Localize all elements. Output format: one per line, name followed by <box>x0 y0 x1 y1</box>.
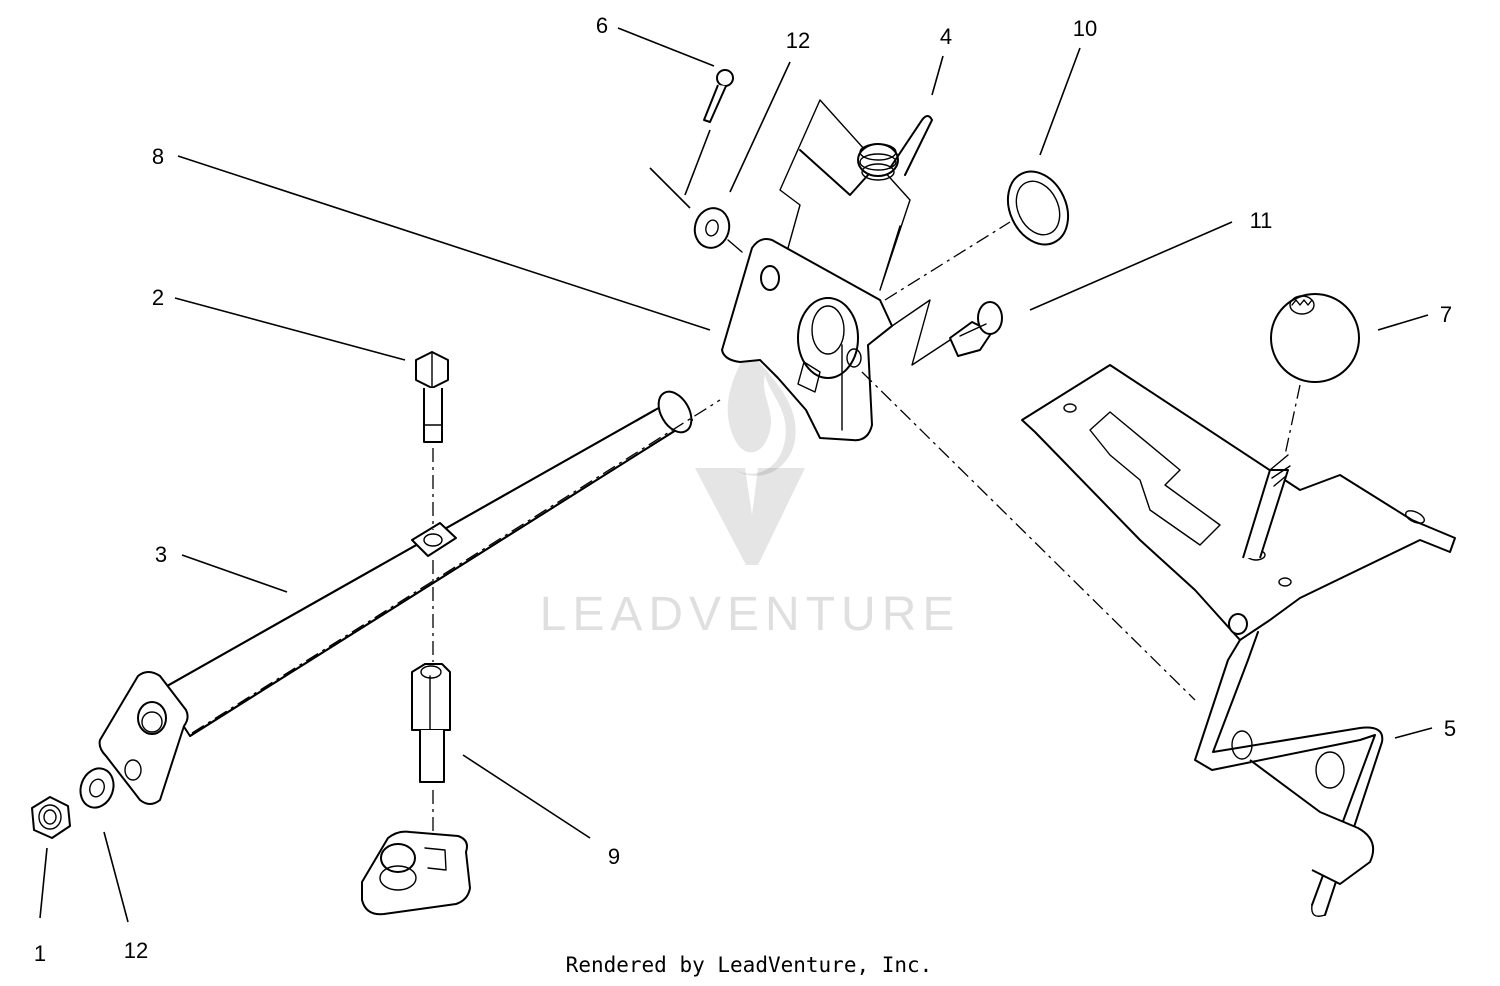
callouts: 6 12 4 10 8 11 2 7 3 5 9 1 12 <box>34 13 1456 966</box>
watermark: LEADVENTURE <box>540 350 961 641</box>
callout-12-upper: 12 <box>786 28 810 53</box>
part-1-nut <box>31 796 71 839</box>
callout-4: 4 <box>940 24 952 49</box>
part-6-pin <box>649 69 734 209</box>
leader-lines <box>39 27 1433 923</box>
callout-12-lower: 12 <box>124 938 148 963</box>
part-7-knob <box>1270 293 1360 456</box>
watermark-text: LEADVENTURE <box>540 588 961 641</box>
callout-10: 10 <box>1073 16 1097 41</box>
callout-5: 5 <box>1444 716 1456 741</box>
watermark-v-icon <box>695 468 805 565</box>
part-8-bracket <box>721 238 893 442</box>
assembly-line-bracket-to-lever <box>861 371 1196 701</box>
part-10-ring <box>884 170 1070 301</box>
callout-2: 2 <box>152 285 164 310</box>
callout-9: 9 <box>608 844 620 869</box>
callout-8: 8 <box>152 144 164 169</box>
part-12-washer-lower <box>79 767 115 809</box>
part-12-washer-upper <box>693 207 743 253</box>
part-5-lever-plate <box>1021 364 1456 917</box>
watermark-flame-icon <box>727 350 796 476</box>
part-11-bolt <box>891 299 1003 366</box>
footer-credit: Rendered by LeadVenture, Inc. <box>566 953 933 977</box>
callout-3: 3 <box>155 542 167 567</box>
callout-7: 7 <box>1440 302 1452 327</box>
callout-11: 11 <box>1250 208 1273 233</box>
part-2-bolt <box>415 351 449 530</box>
callout-1: 1 <box>34 941 46 966</box>
callout-6: 6 <box>596 13 608 38</box>
part-4-spring <box>779 99 933 291</box>
part-9-standoff <box>361 560 471 916</box>
part-3-shaft <box>98 390 721 805</box>
